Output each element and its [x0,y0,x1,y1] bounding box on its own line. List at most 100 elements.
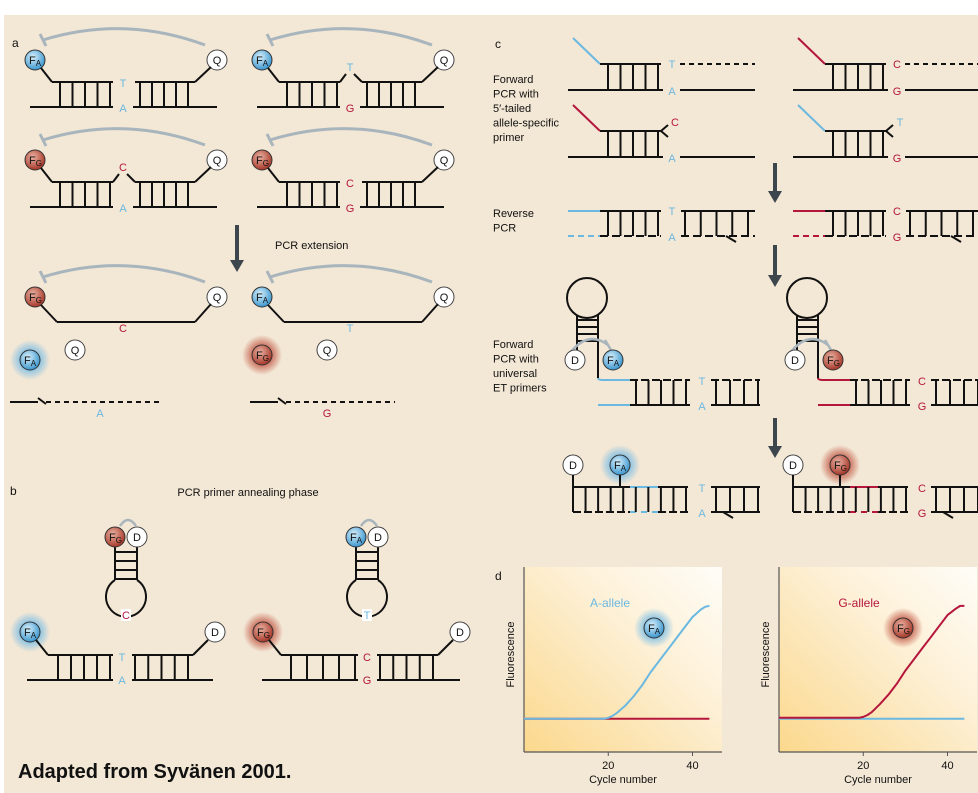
fluorophore-letter: F [614,460,621,472]
base-t: T [669,59,676,71]
fluorophore-g: FG [24,286,46,308]
quencher: Q [316,339,338,361]
base-g: G [346,103,355,115]
energy-transfer-arrow [118,518,138,527]
inhibition-bar [265,33,275,47]
fluorophore-a: FA [251,49,273,71]
base-c: C [893,59,901,71]
base-a: A [119,103,127,115]
dna-strand [660,124,669,132]
step-label-forward-universal: PCR with [493,354,539,366]
fluorophore-g-icon [251,344,273,366]
fluorophore-subscript: A [31,359,37,368]
fluorophore-label: FG [257,627,270,640]
fluorophore-label: FG [109,532,122,545]
dna-strand [660,130,669,138]
quencher-icon [64,339,86,361]
fluorophore-subscript: A [614,359,620,368]
dna-strand [339,73,347,83]
fluorophore-letter: F [29,155,36,167]
dna-strand [194,303,212,323]
fluorophore-g: FG [104,526,126,548]
donor: D [564,349,586,371]
quenching-arc [569,337,609,354]
hairpin-loop [566,277,608,319]
donor: D [562,454,584,476]
fluorophore-a-icon [602,349,624,371]
donor-label: D [789,460,797,472]
x-tick-label: 20 [602,760,614,772]
fluorophore-a: FA [10,612,50,652]
panel-label-a: a [12,36,19,50]
donor-label: D [456,627,464,639]
dna-strand [267,167,280,183]
dna-strand [194,166,212,183]
credit-text: Adapted from Syvänen 2001. [18,761,291,783]
fluorophore-a: FA [24,49,46,71]
quencher-label: Q [213,55,222,67]
donor-label: D [569,460,577,472]
energy-transfer-arrow [359,518,379,527]
inhibition-bar [38,133,48,147]
dna-strand [353,73,363,83]
base-c: C [893,206,901,218]
quencher: Q [206,286,228,308]
inhibition-bar [823,339,833,351]
dna-strand [437,639,454,656]
step-label-forward-universal: Forward [493,339,533,351]
base-g: G [918,508,927,520]
fluorophore-g: FG [24,149,46,171]
quencher-icon [206,149,228,171]
fluorophore-g-icon [24,149,46,171]
fluorophore-subscript: A [357,536,363,545]
fluorophore-subscript: G [263,354,269,363]
fluorophore-label: FA [256,55,269,68]
quencher-label: Q [213,155,222,167]
quencher: Q [64,339,86,361]
chart-plot-area [524,567,722,752]
fluorophore-label: FG [827,355,840,368]
base-t: T [669,206,676,218]
fluorophore-a-icon [19,621,41,643]
inhibition-bar [603,339,613,351]
base-a: A [668,232,676,244]
x-tick-label: 40 [686,760,698,772]
panel-label-d: d [495,569,502,583]
base-a: A [698,401,706,413]
primer-tail [572,104,601,132]
base-t: T [699,376,706,388]
dna-strand [268,639,282,656]
panel-b-title: PCR primer annealing phase [177,487,318,499]
donor: D [367,526,389,548]
fluorophore-letter: F [648,623,655,635]
fluorophore-subscript: A [655,627,661,636]
inhibition-bar [38,33,48,47]
fluorophore-subscript: G [834,359,840,368]
fluorophore-g-icon [252,621,274,643]
fluorophore-letter: F [256,55,263,67]
y-axis-label: Fluorescence [760,621,772,687]
fluorophore-letter: F [256,155,263,167]
donor-icon [449,621,471,643]
fluorophore-a-icon [345,526,367,548]
fluorophore-a: FA [251,286,273,308]
series-annotation: G-allele [838,596,880,610]
quenching-arc [269,127,433,147]
quenching-arc [269,27,433,47]
step-label-forward-allele-specific: 5′-tailed [493,103,531,115]
donor-label: D [571,355,579,367]
base-t: T [364,610,371,622]
quenching-arc [42,127,206,147]
quencher-icon [316,339,338,361]
dna-strand [40,304,58,323]
fluorophore-letter: F [607,355,614,367]
donor-icon [204,621,226,643]
fluorophore-g-icon [892,617,914,639]
quencher: Q [433,149,455,171]
dna-strand [942,511,954,519]
fluorophore-subscript: A [263,296,269,305]
fluorophore-letter: F [256,350,263,362]
quencher-label: Q [71,345,80,357]
fluorophore-g: FG [883,608,923,648]
